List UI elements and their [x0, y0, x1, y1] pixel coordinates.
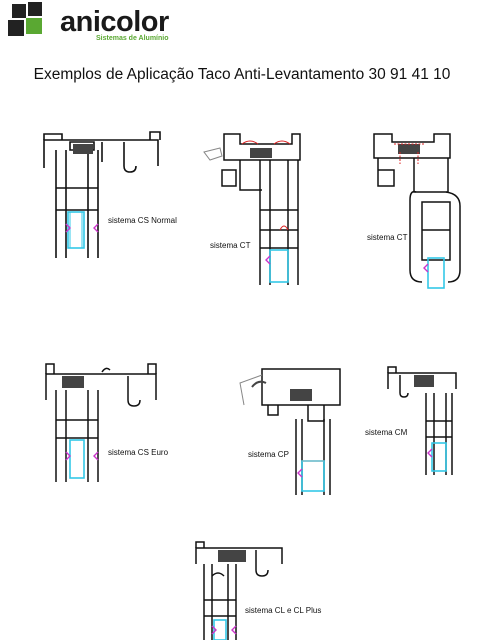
- label-ct-b: sistema CT: [367, 233, 408, 242]
- drawing-cl: [195, 541, 283, 640]
- label-cm: sistema CM: [365, 428, 408, 437]
- drawing-cp: [239, 368, 341, 495]
- label-cp: sistema CP: [248, 450, 289, 459]
- logo-squares-icon: [8, 2, 42, 36]
- drawing-ct-b: [373, 133, 461, 289]
- drawing-cs-normal: [43, 131, 161, 258]
- drawing-ct-a: [203, 133, 301, 285]
- label-ct-a: sistema CT: [210, 241, 251, 250]
- brand-tagline: Sistemas de Alumínio: [96, 35, 169, 42]
- label-cs-normal: sistema CS Normal: [108, 216, 177, 225]
- label-cl: sistema CL e CL Plus: [245, 606, 322, 615]
- label-cs-euro: sistema CS Euro: [108, 448, 169, 457]
- brand-name: anicolor: [60, 6, 169, 38]
- page-title: Exemplos de Aplicação Taco Anti-Levantam…: [33, 66, 451, 83]
- company-logo: anicolor Sistemas de Alumínio: [6, 2, 176, 48]
- drawing-cs-euro: [45, 363, 157, 482]
- drawing-cm: [387, 366, 457, 475]
